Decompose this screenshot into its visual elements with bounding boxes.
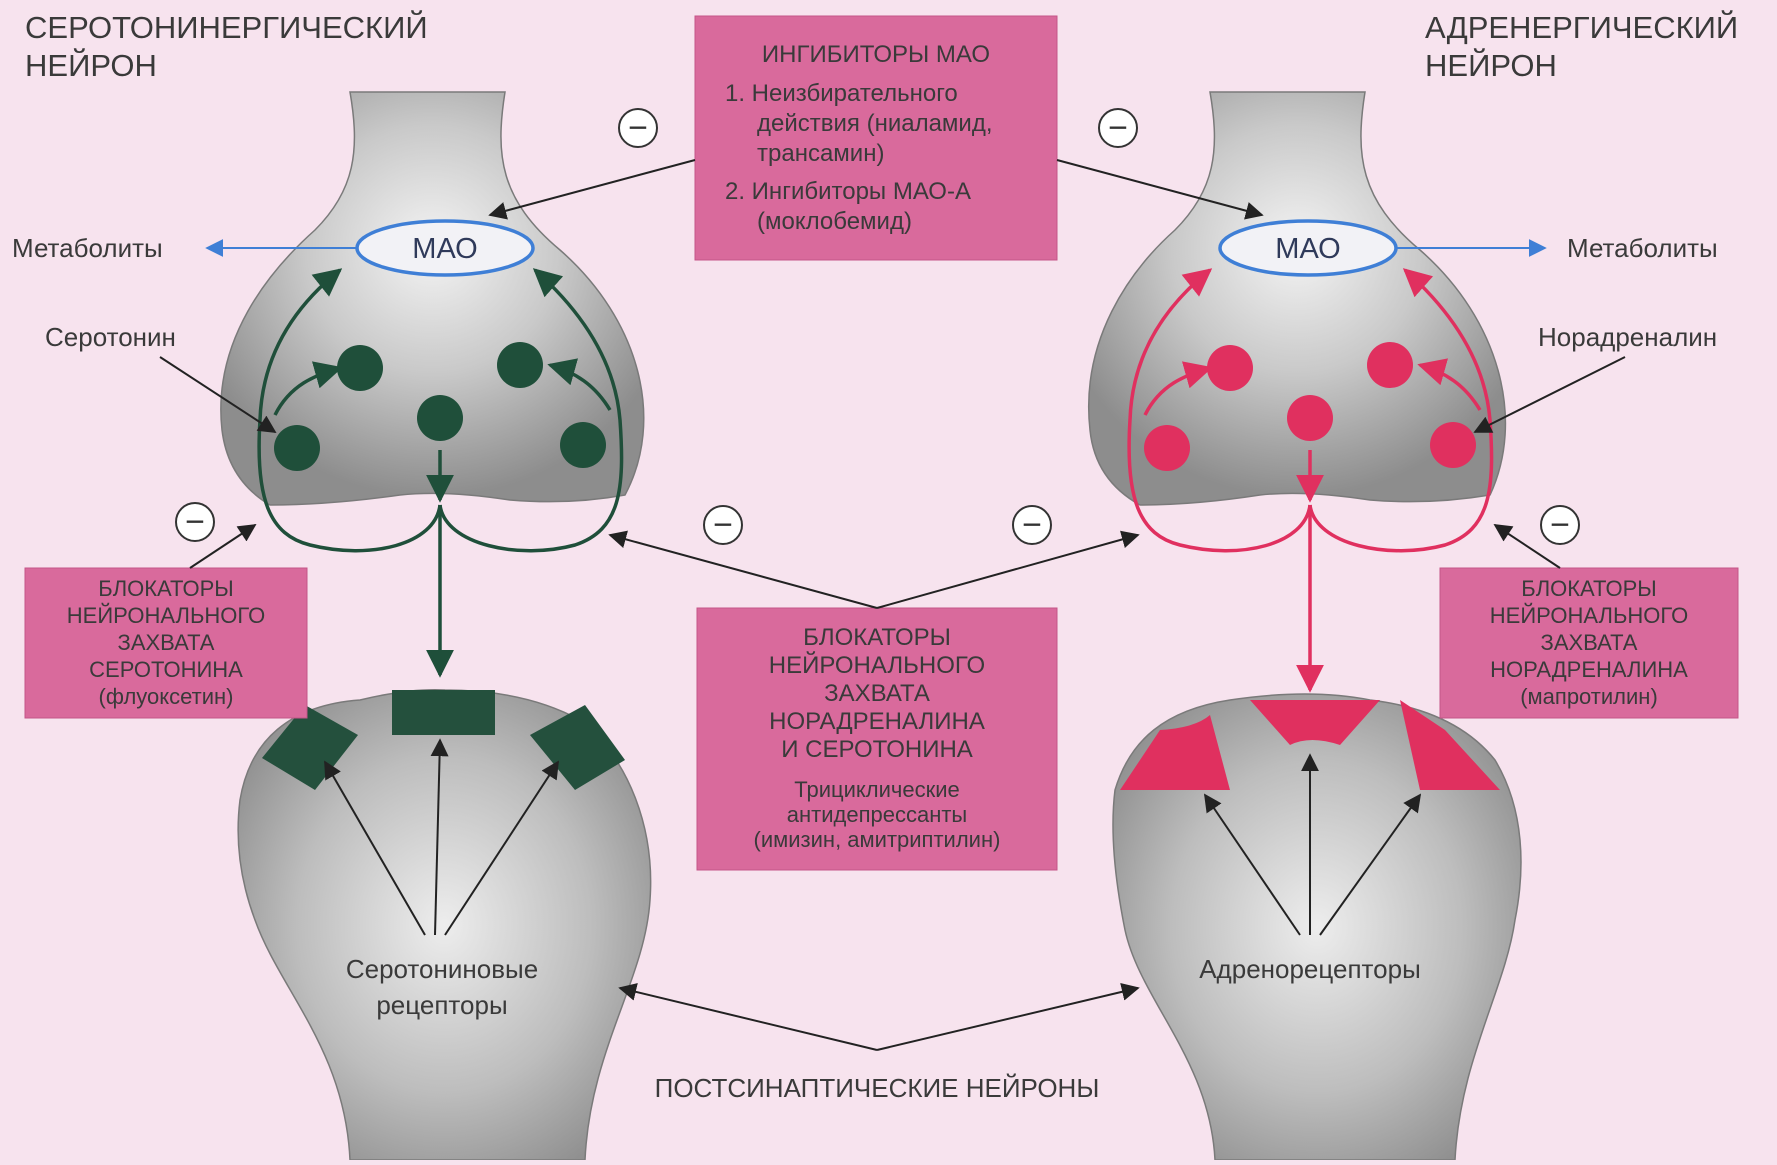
noradrenaline-vesicle bbox=[1207, 345, 1253, 391]
right-neuron-title-line1: АДРЕНЕРГИЧЕСКИЙ bbox=[1425, 9, 1738, 45]
center-box-subline: антидепрессанты bbox=[787, 802, 967, 827]
right-box-line: БЛОКАТОРЫ bbox=[1521, 576, 1656, 601]
svg-text:−: − bbox=[628, 109, 648, 147]
serotonin-vesicle bbox=[417, 395, 463, 441]
adrenoreceptors-label: Адренорецепторы bbox=[1199, 954, 1421, 984]
minus-icon: − bbox=[1013, 506, 1051, 544]
mao-inhibitors-box: ИНГИБИТОРЫ МАО 1. Неизбирательного дейст… bbox=[695, 16, 1057, 260]
left-box-line: (флуоксетин) bbox=[99, 684, 234, 709]
serotonin-vesicle bbox=[274, 425, 320, 471]
noradrenaline-vesicle bbox=[1430, 422, 1476, 468]
center-blocker-arrow-right bbox=[877, 535, 1138, 608]
noradrenaline-vesicle bbox=[1144, 425, 1190, 471]
serotonin-label: Серотонин bbox=[45, 322, 176, 352]
center-box-line: БЛОКАТОРЫ bbox=[803, 624, 951, 651]
svg-text:−: − bbox=[1108, 109, 1128, 147]
svg-text:−: − bbox=[185, 503, 205, 541]
mao-box-line: трансамин) bbox=[757, 140, 884, 167]
right-neuron-title-line2: НЕЙРОН bbox=[1425, 47, 1557, 83]
minus-icon: − bbox=[1099, 109, 1137, 147]
center-box-line: И СЕРОТОНИНА bbox=[781, 736, 973, 763]
right-box-line: НОРАДРЕНАЛИНА bbox=[1490, 657, 1688, 682]
serotonin-receptors-label-line1: Серотониновые bbox=[346, 954, 538, 984]
center-box-line: НОРАДРЕНАЛИНА bbox=[769, 708, 985, 735]
right-box-line: НЕЙРОНАЛЬНОГО bbox=[1490, 603, 1688, 628]
serotonin-vesicle bbox=[337, 345, 383, 391]
mao-box-line: 1. Неизбирательного bbox=[725, 80, 958, 107]
right-box-line: ЗАХВАТА bbox=[1541, 630, 1638, 655]
mao-inhibitor-arrow-left bbox=[490, 160, 695, 215]
left-box-line: СЕРОТОНИНА bbox=[89, 657, 243, 682]
mao-box-line: 2. Ингибиторы МАО-А bbox=[725, 178, 971, 205]
serotonin-reuptake-blockers-box: БЛОКАТОРЫ НЕЙРОНАЛЬНОГО ЗАХВАТА СЕРОТОНИ… bbox=[25, 568, 307, 718]
tricyclic-blockers-box: БЛОКАТОРЫ НЕЙРОНАЛЬНОГО ЗАХВАТА НОРАДРЕН… bbox=[697, 608, 1057, 870]
svg-text:−: − bbox=[1550, 506, 1570, 544]
minus-icon: − bbox=[1541, 506, 1579, 544]
left-box-line: НЕЙРОНАЛЬНОГО bbox=[67, 603, 265, 628]
metabolites-label-right: Метаболиты bbox=[1567, 233, 1718, 263]
noradrenaline-label: Норадреналин bbox=[1538, 322, 1717, 352]
noradrenaline-vesicle bbox=[1287, 395, 1333, 441]
minus-icon: − bbox=[176, 503, 214, 541]
left-neuron-title-line2: НЕЙРОН bbox=[25, 47, 157, 83]
mao-label: МАО bbox=[412, 233, 477, 265]
right-box-line: (мапротилин) bbox=[1520, 684, 1658, 709]
postsynaptic-neurons-label: ПОСТСИНАПТИЧЕСКИЕ НЕЙРОНЫ bbox=[655, 1073, 1100, 1103]
left-postsynaptic-neuron bbox=[238, 690, 651, 1160]
left-box-line: БЛОКАТОРЫ bbox=[98, 576, 233, 601]
serotonin-receptor bbox=[392, 690, 495, 735]
serotonin-vesicle bbox=[560, 422, 606, 468]
left-mao: МАО bbox=[357, 221, 533, 275]
svg-text:−: − bbox=[713, 506, 733, 544]
mao-box-title: ИНГИБИТОРЫ МАО bbox=[762, 41, 990, 68]
postsynaptic-arrow-right bbox=[877, 988, 1138, 1050]
left-box-line: ЗАХВАТА bbox=[118, 630, 215, 655]
metabolites-label-left: Метаболиты bbox=[12, 233, 163, 263]
serotonin-vesicle bbox=[497, 342, 543, 388]
mao-box-line: действия (ниаламид, bbox=[757, 110, 993, 137]
minus-icon: − bbox=[619, 109, 657, 147]
left-neuron-title-line1: СЕРОТОНИНЕРГИЧЕСКИЙ bbox=[25, 9, 428, 45]
mao-box-line: (моклобемид) bbox=[757, 208, 912, 235]
noradrenaline-vesicle bbox=[1367, 342, 1413, 388]
right-postsynaptic-neuron bbox=[1113, 694, 1521, 1160]
center-box-line: НЕЙРОНАЛЬНОГО bbox=[769, 651, 985, 679]
right-mao: МАО bbox=[1220, 221, 1396, 275]
mao-label: МАО bbox=[1275, 233, 1340, 265]
center-box-subline: Трициклические bbox=[794, 777, 959, 802]
center-blocker-arrow-left bbox=[610, 535, 877, 608]
center-box-subline: (имизин, амитриптилин) bbox=[754, 827, 1001, 852]
svg-text:−: − bbox=[1022, 506, 1042, 544]
noradrenaline-reuptake-blockers-box: БЛОКАТОРЫ НЕЙРОНАЛЬНОГО ЗАХВАТА НОРАДРЕН… bbox=[1440, 568, 1738, 718]
postsynaptic-arrow-left bbox=[620, 988, 877, 1050]
serotonin-receptors-label-line2: рецепторы bbox=[376, 990, 507, 1020]
minus-icon: − bbox=[704, 506, 742, 544]
center-box-line: ЗАХВАТА bbox=[824, 680, 930, 707]
